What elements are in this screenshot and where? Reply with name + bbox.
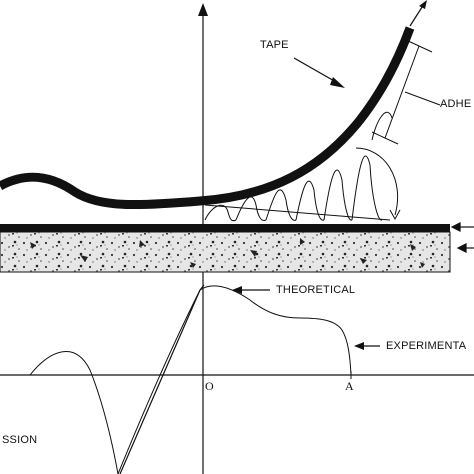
fibril-arrow (355, 147, 401, 221)
origin-label: O (205, 379, 214, 393)
theoretical-label: THEORETICAL (276, 284, 356, 296)
theoretical-arrow (232, 286, 270, 294)
substrate-arrows (450, 222, 474, 253)
peel-direction-arrow (409, 0, 427, 27)
adhesive-label: ADHE (440, 98, 472, 110)
experimental-arrow (354, 342, 380, 350)
theoretical-curve (119, 284, 205, 474)
tape-leader-arrow (293, 57, 345, 88)
adhesive-fibrils (204, 111, 393, 222)
experimental-curve (29, 285, 352, 474)
tape-label: TAPE (260, 39, 289, 51)
substrate (0, 224, 451, 273)
point-a-label: A (345, 379, 354, 393)
adhesive-bracket (371, 39, 441, 145)
compression-label: SSION (2, 434, 38, 446)
experimental-label: EXPERIMENTA (386, 340, 467, 352)
tape-strip (0, 26, 415, 210)
